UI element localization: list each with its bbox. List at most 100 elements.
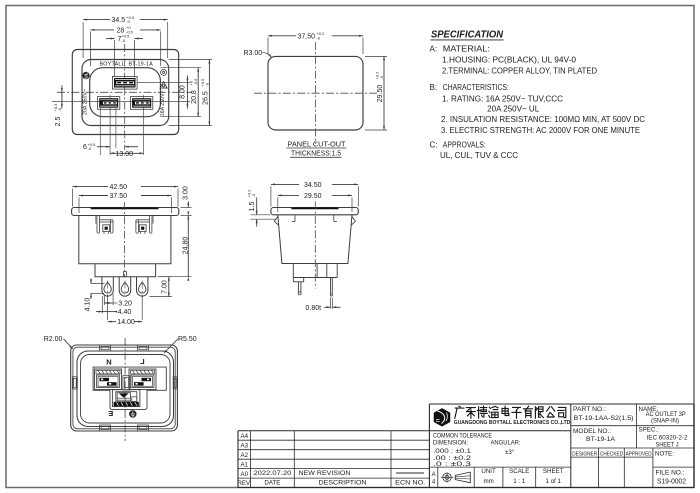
- svg-text:A1: A1: [241, 461, 249, 468]
- svg-text:N: N: [106, 358, 111, 367]
- svg-text:2.TERMINAL: COPPER ALLOY, T: 2.TERMINAL: COPPER ALLOY, TIN PLATED: [442, 66, 597, 75]
- svg-text:.0 : ±0.3: .0 : ±0.3: [433, 461, 472, 468]
- svg-text:16A 250V~: 16A 250V~: [160, 90, 166, 116]
- svg-text:1.5: 1.5: [249, 202, 256, 212]
- svg-text:mm: mm: [483, 478, 493, 485]
- svg-text:SPECIFICATION: SPECIFICATION: [431, 30, 504, 41]
- svg-text:ANGULAR:: ANGULAR:: [491, 440, 521, 447]
- svg-text:+0.5: +0.5: [122, 34, 131, 39]
- svg-text:DIMENSION:: DIMENSION:: [433, 440, 468, 447]
- svg-text:A: A: [432, 472, 436, 478]
- svg-text:2.5: 2.5: [55, 117, 62, 127]
- svg-text:4.40: 4.40: [118, 309, 132, 316]
- svg-text:BT-19-1A: BT-19-1A: [129, 62, 154, 68]
- svg-text:.000 : ±0.1: .000 : ±0.1: [433, 448, 472, 455]
- svg-text:R5.50: R5.50: [178, 336, 197, 343]
- svg-text:3.20: 3.20: [118, 300, 132, 307]
- svg-text:A3: A3: [241, 442, 249, 449]
- svg-text:26.5: 26.5: [202, 91, 209, 105]
- svg-text:20.8: 20.8: [191, 90, 198, 104]
- svg-text:+0.5: +0.5: [126, 15, 135, 20]
- svg-text:C:: C:: [430, 140, 438, 149]
- svg-text:NEW REVISION: NEW REVISION: [299, 470, 351, 477]
- svg-text:A:: A:: [430, 45, 438, 54]
- svg-text:CHARACTERISTICS:: CHARACTERISTICS:: [443, 83, 509, 92]
- svg-text:APPROVED: APPROVED: [626, 452, 652, 458]
- svg-text:ECN NO.: ECN NO.: [395, 480, 425, 487]
- svg-text:34.5: 34.5: [112, 17, 126, 24]
- svg-text:37.50: 37.50: [298, 33, 316, 40]
- svg-text:-0: -0: [317, 35, 321, 40]
- svg-text:+0.2: +0.2: [247, 189, 252, 198]
- svg-text:-0: -0: [205, 82, 210, 86]
- svg-text:24.80: 24.80: [183, 237, 190, 255]
- svg-text:.00 : ±0.2: .00 : ±0.2: [433, 455, 472, 462]
- svg-text:DESIGNER: DESIGNER: [572, 452, 597, 458]
- svg-text:-0: -0: [126, 19, 130, 24]
- svg-text:SHEET: SHEET: [543, 468, 564, 475]
- svg-text:8.00: 8.00: [179, 85, 186, 99]
- svg-text:20A 250V~ UL: 20A 250V~ UL: [487, 104, 540, 113]
- svg-text:+0.5: +0.5: [200, 78, 205, 87]
- svg-text:SCALE: SCALE: [509, 468, 529, 475]
- svg-text:R2.00: R2.00: [44, 336, 63, 343]
- svg-text:1.HOUSING: PC(BLACK), UL 94: 1.HOUSING: PC(BLACK), UL 94V-0: [442, 56, 577, 65]
- svg-text:SPEC.:: SPEC.:: [639, 427, 660, 434]
- svg-text:±3°: ±3°: [505, 449, 515, 456]
- svg-text:4: 4: [432, 480, 436, 486]
- svg-text:NAME:: NAME:: [639, 406, 659, 413]
- svg-text:-0: -0: [251, 193, 256, 197]
- svg-text:-0: -0: [57, 107, 62, 111]
- svg-text:-0.5: -0.5: [193, 78, 198, 86]
- svg-text:R3.00: R3.00: [244, 50, 263, 57]
- svg-text:7.00: 7.00: [162, 280, 169, 294]
- svg-text:APPROVALS:: APPROVALS:: [443, 140, 486, 149]
- svg-text:A4: A4: [241, 433, 249, 440]
- svg-text:DATE: DATE: [264, 480, 280, 487]
- svg-text:+0.5: +0.5: [88, 142, 97, 147]
- svg-text:3.00: 3.00: [183, 186, 190, 200]
- svg-text:L: L: [140, 357, 145, 366]
- svg-text:1 of 1: 1 of 1: [545, 478, 561, 485]
- svg-text:+0: +0: [189, 80, 194, 85]
- svg-text:13.00: 13.00: [116, 151, 134, 158]
- svg-text:-0: -0: [379, 75, 384, 79]
- svg-text:+0.2: +0.2: [317, 31, 326, 36]
- svg-text:UL, CUL, TUV & CCC: UL, CUL, TUV & CCC: [440, 151, 518, 160]
- svg-text:29.50: 29.50: [377, 85, 384, 103]
- svg-text:7: 7: [118, 36, 122, 43]
- svg-text:0.80t: 0.80t: [306, 305, 322, 312]
- svg-text:6: 6: [83, 144, 87, 151]
- svg-text:A0: A0: [241, 471, 249, 478]
- svg-text:THICKNESS:1.5: THICKNESS:1.5: [291, 149, 341, 158]
- svg-text:FILE NO.:: FILE NO.:: [656, 470, 685, 477]
- svg-text:SHEET J: SHEET J: [656, 443, 679, 449]
- svg-text:BOYTALL: BOYTALL: [100, 62, 125, 68]
- svg-text:GUANGDONG BOYTALL ELECTRONICS: GUANGDONG BOYTALL ELECTRONICS CO.,LTD: [454, 420, 571, 426]
- svg-text:UNIT: UNIT: [481, 468, 496, 475]
- svg-text:+0.3: +0.3: [53, 103, 58, 112]
- svg-text:(SNAP-IN): (SNAP-IN): [651, 419, 679, 425]
- svg-text:AC OUTLET 3P: AC OUTLET 3P: [646, 412, 686, 418]
- svg-text:IEC 60320-2-2: IEC 60320-2-2: [647, 436, 689, 442]
- svg-text:+0.2: +0.2: [375, 71, 380, 80]
- svg-text:37.50: 37.50: [110, 193, 128, 200]
- svg-text:MATERIAL:: MATERIAL:: [443, 45, 490, 54]
- svg-text:29.50: 29.50: [304, 193, 322, 200]
- svg-text:20A 250V~: 20A 250V~: [82, 89, 88, 115]
- svg-text:3. ELECTRIC STRENGTH: AC 2: 3. ELECTRIC STRENGTH: AC 2000V FOR ONE M…: [441, 126, 640, 135]
- svg-text:MODEL NO.:: MODEL NO.:: [573, 428, 611, 435]
- svg-text:2. INSULATION RESISTANCE: 1: 2. INSULATION RESISTANCE: 100MΩ MIN, AT …: [441, 115, 645, 124]
- svg-text:-0: -0: [88, 146, 92, 151]
- svg-text:+0: +0: [126, 25, 131, 30]
- svg-text:28: 28: [117, 27, 125, 34]
- svg-text:UL: UL: [84, 72, 89, 78]
- svg-text:-0.5: -0.5: [126, 29, 134, 34]
- svg-text:BT-19-1A: BT-19-1A: [586, 436, 616, 443]
- svg-text:2022.07.20: 2022.07.20: [253, 470, 292, 477]
- svg-text:BT-19-1AA-S2(1.5): BT-19-1AA-S2(1.5): [574, 415, 634, 422]
- svg-text:COMMON TOLERANCE: COMMON TOLERANCE: [433, 433, 492, 440]
- svg-text:REV.: REV.: [237, 480, 251, 487]
- svg-text:E: E: [108, 409, 113, 418]
- svg-text:4.10: 4.10: [85, 298, 92, 312]
